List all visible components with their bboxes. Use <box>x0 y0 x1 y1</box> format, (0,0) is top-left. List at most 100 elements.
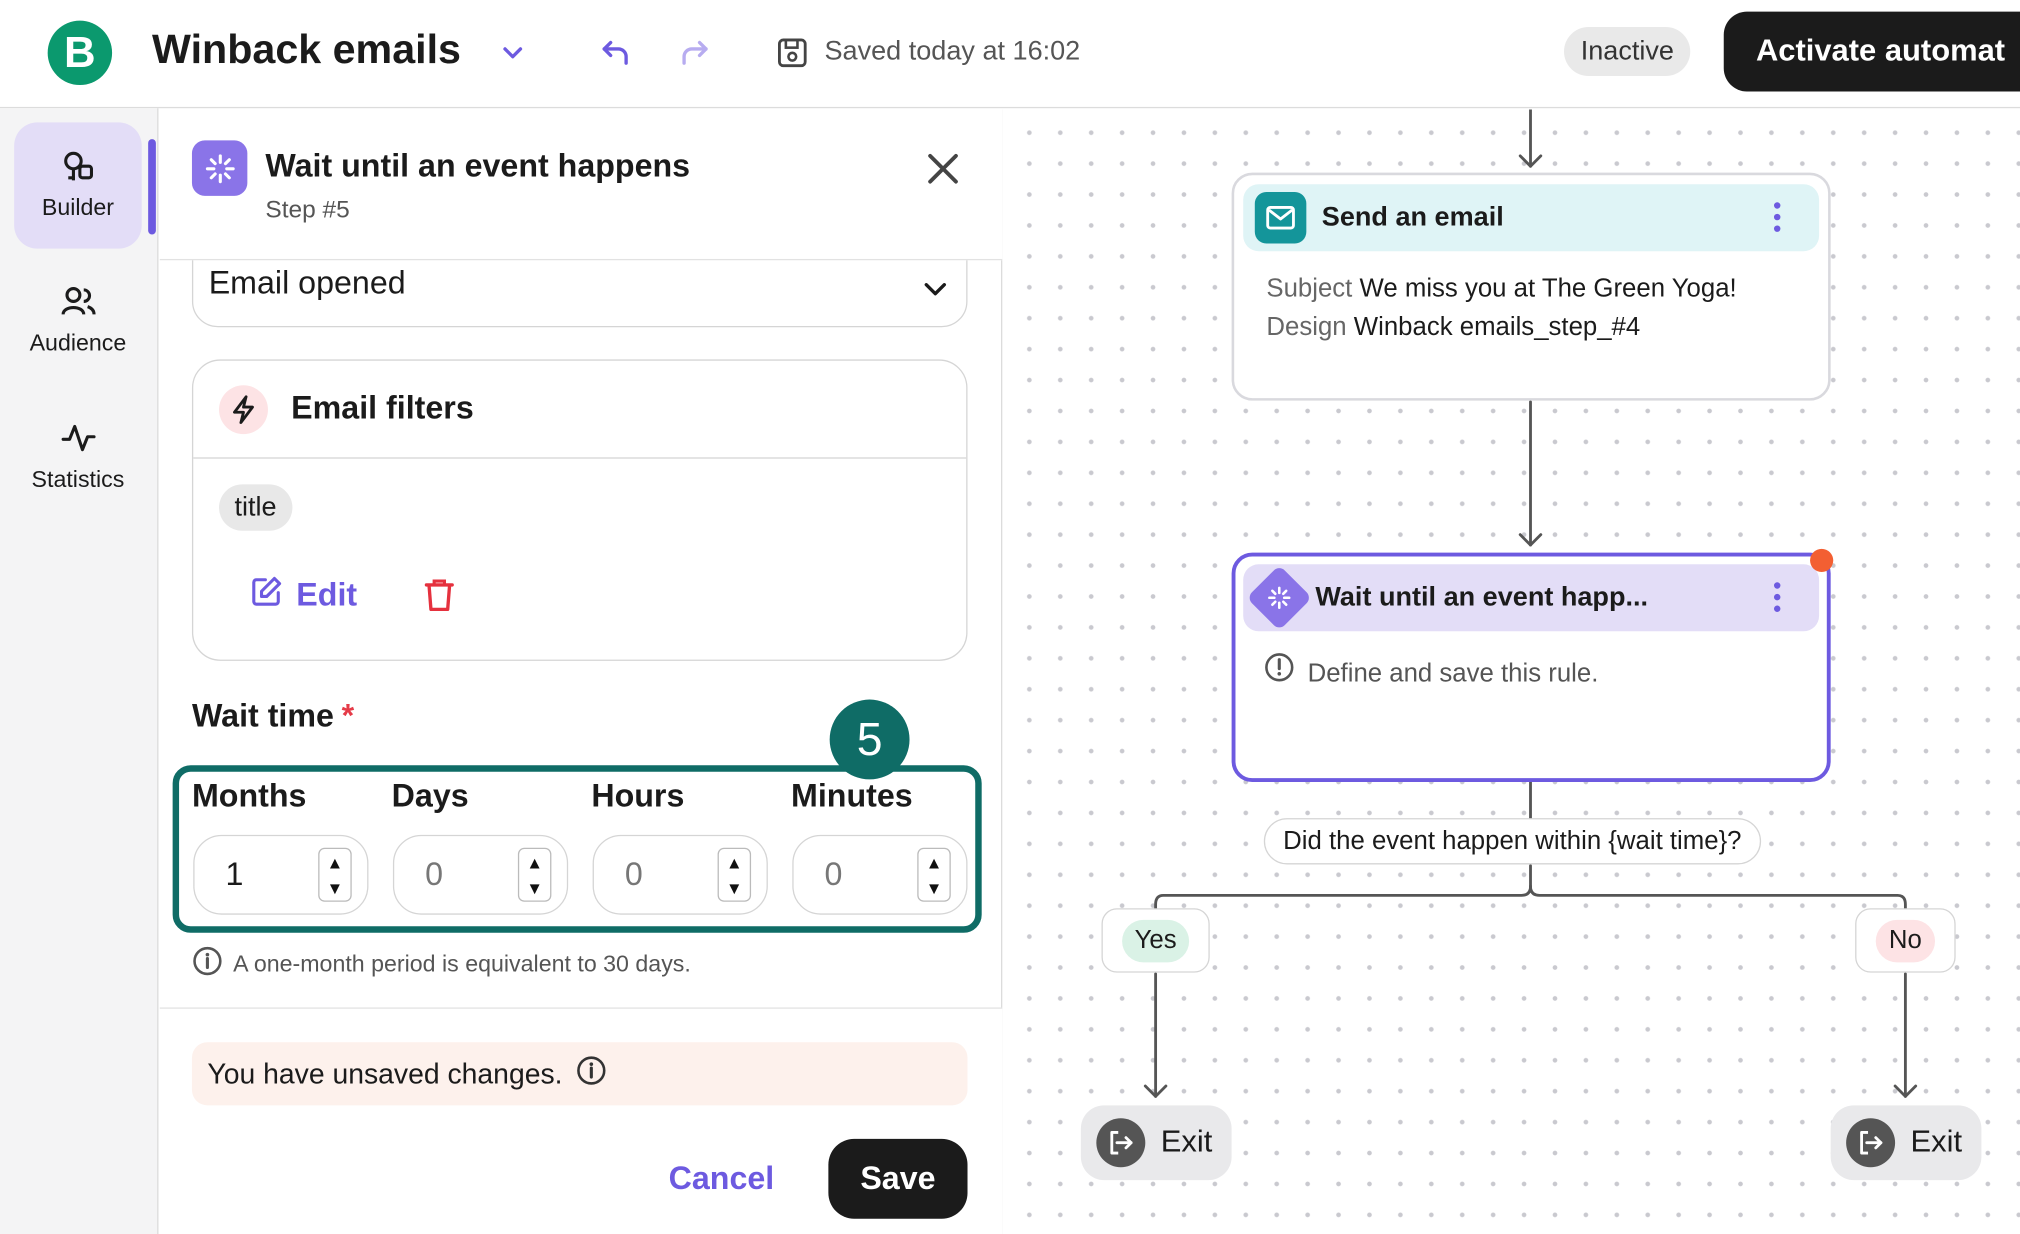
active-nav-indicator <box>148 139 156 235</box>
send-email-node[interactable]: Send an email Subject We miss you at The… <box>1231 172 1831 401</box>
panel-header: Wait until an event happens Step #5 <box>159 109 1003 261</box>
email-filters-header: Email filters <box>193 361 967 459</box>
email-icon <box>1254 191 1307 244</box>
warning-icon <box>1264 652 1295 695</box>
stepper-up-icon[interactable]: ▲ <box>326 852 344 872</box>
unsaved-changes-text: You have unsaved changes. <box>207 1057 563 1090</box>
stepper-down-icon[interactable]: ▼ <box>726 877 743 898</box>
exit-node-no[interactable]: Exit <box>1830 1105 1982 1181</box>
exit-icon <box>1096 1118 1146 1168</box>
required-mark: * <box>341 698 355 735</box>
stepper-down-icon[interactable]: ▼ <box>526 877 543 898</box>
builder-icon <box>60 149 96 189</box>
days-stepper[interactable]: ▲▼ <box>517 847 552 902</box>
no-branch[interactable]: No <box>1855 908 1956 973</box>
chevron-down-icon <box>922 269 948 306</box>
panel-title: Wait until an event happens <box>265 148 691 185</box>
nav-label-audience: Audience <box>29 329 127 356</box>
save-status-icon <box>773 33 812 72</box>
undo-icon[interactable] <box>596 33 635 72</box>
stepper-down-icon[interactable]: ▼ <box>326 877 344 898</box>
redo-icon[interactable] <box>675 33 714 72</box>
hours-input[interactable]: 0 ▲▼ <box>592 834 768 915</box>
filter-chip: title <box>219 484 293 531</box>
wait-time-label-text: Wait time <box>191 698 334 735</box>
more-options-icon[interactable] <box>1773 202 1781 232</box>
unsaved-changes-banner: You have unsaved changes. <box>191 1042 968 1106</box>
trash-icon[interactable] <box>423 577 456 620</box>
activate-automation-button[interactable]: Activate automat <box>1723 11 2020 92</box>
months-input[interactable]: 1 ▲▼ <box>193 834 369 915</box>
wait-time-label: Wait time* <box>192 698 354 735</box>
wait-event-node-title: Wait until an event happ... <box>1315 582 1649 612</box>
wait-event-node-header: Wait until an event happ... <box>1243 564 1820 632</box>
subject-label: Subject <box>1266 274 1353 303</box>
panel-footer: You have unsaved changes. Cancel Save <box>159 1007 1003 1234</box>
exit-label: Exit <box>1910 1124 1963 1160</box>
workflow-canvas[interactable]: Send an email Subject We miss you at The… <box>1003 109 2020 1234</box>
hours-stepper[interactable]: ▲▼ <box>717 847 752 902</box>
workflow-connectors <box>1143 109 1918 1098</box>
stepper-up-icon[interactable]: ▲ <box>526 852 543 872</box>
event-select[interactable]: Email opened <box>191 231 968 328</box>
months-value: 1 <box>225 856 244 893</box>
stepper-down-icon[interactable]: ▼ <box>925 877 943 898</box>
cancel-button[interactable]: Cancel <box>668 1160 775 1197</box>
exit-node-yes[interactable]: Exit <box>1080 1105 1232 1181</box>
step-number-badge: 5 <box>829 699 910 780</box>
months-stepper[interactable]: ▲▼ <box>318 847 352 902</box>
nav-item-audience[interactable]: Audience <box>14 258 142 384</box>
chevron-down-icon[interactable] <box>493 33 532 72</box>
more-options-icon[interactable] <box>1773 582 1781 612</box>
wait-time-hint: A one-month period is equivalent to 30 d… <box>192 946 691 983</box>
automation-title[interactable]: Winback emails <box>152 25 461 73</box>
close-icon[interactable] <box>920 146 966 192</box>
design-value: Winback emails_step_#4 <box>1353 313 1641 342</box>
edit-filter-label: Edit <box>296 577 358 614</box>
minutes-stepper[interactable]: ▲▼ <box>917 847 951 902</box>
nav-label-builder: Builder <box>41 194 115 221</box>
minutes-value: 0 <box>824 856 843 893</box>
send-email-node-title: Send an email <box>1321 202 1504 232</box>
design-label: Design <box>1266 313 1347 342</box>
save-button[interactable]: Save <box>828 1138 968 1219</box>
exit-icon <box>1846 1118 1896 1168</box>
wait-time-hint-text: A one-month period is equivalent to 30 d… <box>233 950 691 977</box>
nav-item-builder[interactable]: Builder <box>14 122 142 249</box>
yes-branch[interactable]: Yes <box>1101 908 1210 973</box>
step-settings-panel: Email opened Wait until an event happens… <box>159 109 1003 1234</box>
edit-filter-button[interactable]: Edit <box>250 575 357 618</box>
no-branch-label: No <box>1876 919 1935 962</box>
saved-status-text: Saved today at 16:02 <box>824 36 1081 66</box>
minutes-label: Minutes <box>791 778 913 815</box>
email-filters-card: Email filters title Edit <box>191 359 968 661</box>
wait-time-fields-highlight: Months 1 ▲▼ Days 0 ▲▼ Hours 0 ▲▼ <box>172 765 982 933</box>
audience-icon <box>60 285 96 325</box>
exit-label: Exit <box>1160 1124 1213 1160</box>
stepper-up-icon[interactable]: ▲ <box>726 852 743 872</box>
statistics-icon <box>60 421 96 461</box>
brevo-logo[interactable]: B <box>47 20 113 86</box>
days-value: 0 <box>425 856 444 893</box>
branch-question: Did the event happen within {wait time}? <box>1263 818 1761 865</box>
wait-event-node[interactable]: Wait until an event happ... Define and s… <box>1231 552 1831 782</box>
hours-value: 0 <box>624 856 643 893</box>
hours-label: Hours <box>591 778 685 815</box>
panel-step-number: Step #5 <box>265 197 350 225</box>
send-email-node-header: Send an email <box>1243 184 1820 252</box>
nav-item-statistics[interactable]: Statistics <box>14 394 142 520</box>
months-label: Months <box>191 778 307 815</box>
days-input[interactable]: 0 ▲▼ <box>392 834 569 915</box>
edit-icon <box>250 575 283 618</box>
wait-event-icon <box>1246 564 1313 631</box>
yes-branch-label: Yes <box>1121 919 1190 962</box>
event-select-value: Email opened <box>208 265 406 302</box>
days-label: Days <box>391 778 469 815</box>
info-icon[interactable] <box>575 1054 606 1093</box>
minutes-input[interactable]: 0 ▲▼ <box>792 834 968 915</box>
info-icon <box>192 946 223 983</box>
left-navigation: Builder Audience Statistics <box>0 108 159 1234</box>
stepper-up-icon[interactable]: ▲ <box>925 852 943 872</box>
status-badge: Inactive <box>1563 27 1691 77</box>
wait-event-node-message: Define and save this rule. <box>1264 652 1598 695</box>
